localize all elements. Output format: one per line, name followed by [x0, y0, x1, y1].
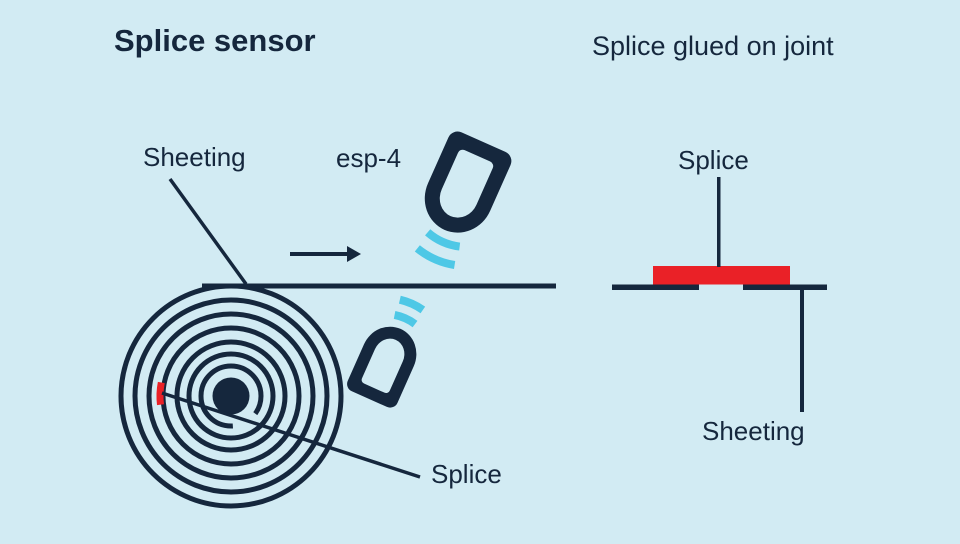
sensor-upper-head-icon — [413, 128, 515, 244]
spiral-ring — [174, 339, 288, 453]
sheet-segment-right — [743, 284, 827, 290]
splice-pointer-line — [161, 391, 421, 479]
wave-arc — [398, 295, 426, 314]
wave-arc — [425, 229, 461, 251]
wave-arc — [393, 311, 418, 328]
splice-label-right: Splice — [678, 145, 749, 175]
spiral-ring — [186, 351, 276, 441]
arrow-head — [347, 246, 361, 262]
spiral-ring — [146, 311, 316, 481]
arrow-shaft — [290, 252, 347, 256]
wave-arc — [414, 245, 456, 269]
sheet-segment-left — [612, 284, 699, 290]
page-title: Splice sensor — [114, 23, 316, 58]
spiral-ring-inner — [198, 363, 264, 429]
sheeting-roll-spiral-icon — [118, 283, 344, 509]
right-panel-title: Splice glued on joint — [592, 31, 834, 61]
splice-marker-on-roll — [156, 381, 165, 406]
sensor-lower-head-icon — [344, 317, 426, 411]
sheeting-label-left: Sheeting — [143, 142, 246, 172]
signal-waves-lower-icon — [393, 295, 426, 328]
joint-detail-drawing — [612, 177, 827, 412]
splice-tape — [653, 266, 790, 285]
arrow-right-icon — [290, 246, 361, 262]
sheeting-web-line — [202, 283, 556, 289]
sheeting-label-right: Sheeting — [702, 416, 805, 446]
spiral-core — [212, 377, 250, 415]
spiral-ring — [132, 297, 330, 495]
sensor-model-label: esp-4 — [336, 143, 402, 173]
splice-pointer-line-right — [717, 177, 721, 267]
splice-label-left: Splice — [431, 459, 502, 489]
signal-waves-upper-icon — [414, 229, 461, 269]
sheeting-pointer-line-right — [800, 289, 804, 412]
sheeting-pointer-line — [168, 177, 248, 286]
